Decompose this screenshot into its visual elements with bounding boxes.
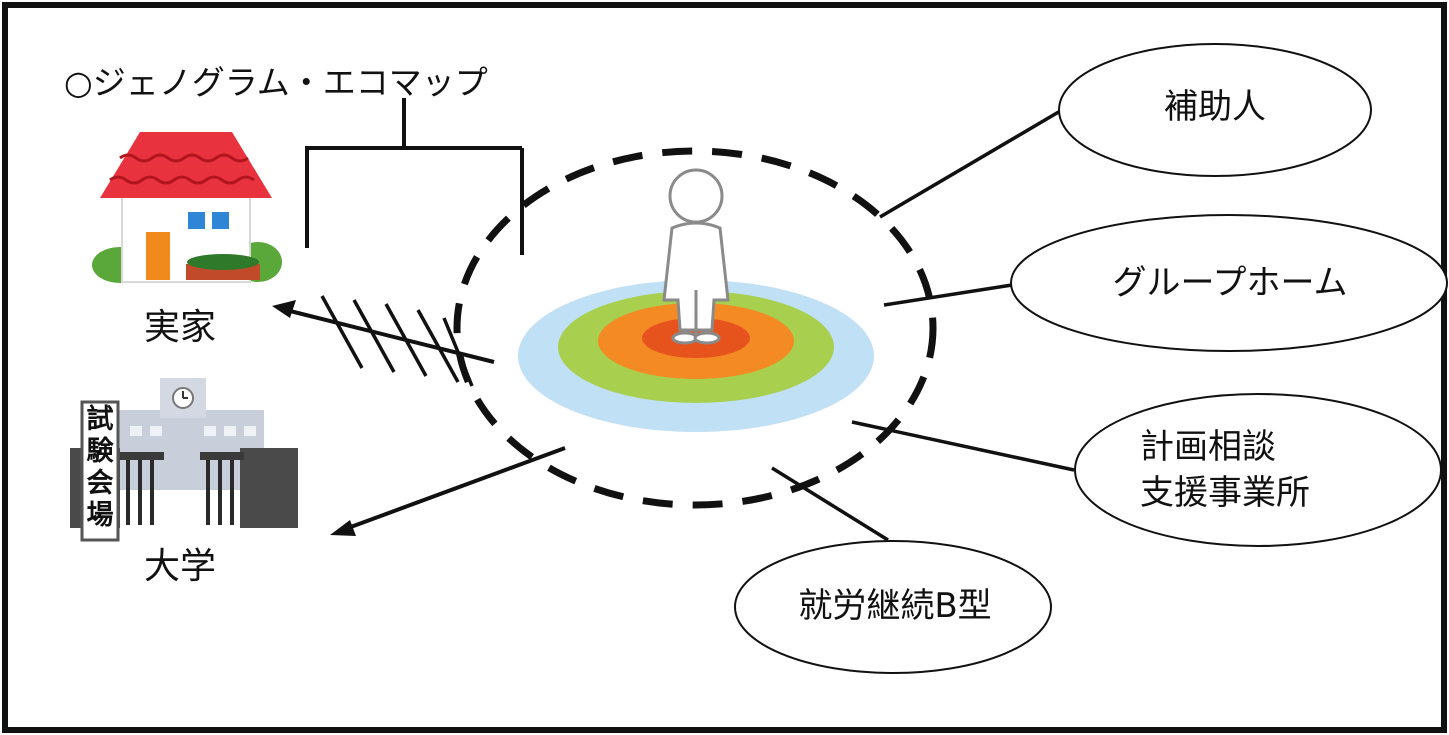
exam-sign-char: 試 [86, 404, 114, 435]
exam-sign-char: 会 [86, 468, 114, 499]
exam-sign-char: 験 [86, 436, 114, 467]
boundary-dashed-ellipse [453, 147, 937, 509]
school-icon [70, 378, 298, 542]
arrow-to-home [272, 295, 495, 387]
arrow-to-university [330, 446, 566, 536]
home-label: 実家 [144, 307, 217, 348]
node-keikaku-label: 計画相談 支援事業所 [1140, 424, 1380, 516]
exam-sign-char: 場 [86, 500, 114, 531]
diagram-title: ○ジェノグラム・エコマップ [64, 63, 488, 102]
home-icon [92, 132, 282, 283]
node-ellipse-hojonin [1058, 43, 1372, 177]
node-group-home-label: グループホーム [1112, 263, 1348, 303]
node-ellipse-keikaku [1074, 393, 1442, 547]
exam-venue-sign: 試 験 会 場 [84, 404, 116, 532]
genogram-bracket [305, 98, 524, 255]
target-rings [518, 280, 874, 432]
node-hojonin-label: 補助人 [1164, 87, 1266, 127]
university-label: 大学 [144, 546, 217, 587]
connection-lines [771, 108, 1075, 542]
node-keikaku-line1: 計画相談 [1140, 427, 1276, 467]
node-ellipse-group-home [1010, 214, 1448, 352]
person-figure [662, 168, 730, 345]
node-shuro-label: 就労継続B型 [798, 586, 992, 626]
node-keikaku-line2: 支援事業所 [1140, 473, 1310, 513]
node-ellipse-shuro [734, 540, 1052, 674]
